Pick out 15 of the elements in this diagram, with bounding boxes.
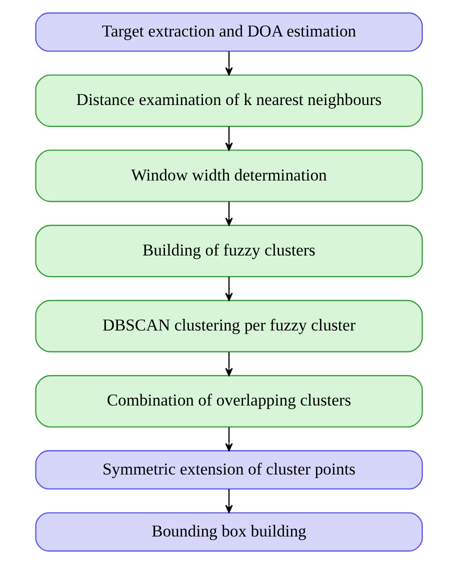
arrow: [225, 51, 233, 76]
node-box: Bounding box building: [35, 512, 423, 552]
arrow: [225, 427, 233, 452]
arrow: [225, 202, 233, 226]
node-box: Window width determination: [35, 150, 423, 202]
arrow: [225, 488, 233, 513]
node-box: Building of fuzzy clusters: [35, 224, 423, 278]
node-box: Target extraction and DOA estimation: [35, 12, 423, 52]
node-box: Symmetric extension of cluster points: [35, 450, 423, 490]
node-box: Distance examination of k nearest neighbours: [35, 74, 423, 127]
arrow: [225, 352, 233, 376]
arrow: [225, 276, 233, 301]
arrow: [225, 126, 233, 151]
node-box: DBSCAN clustering per fuzzy cluster: [35, 300, 423, 352]
node-box: Combination of overlapping clusters: [35, 375, 423, 428]
